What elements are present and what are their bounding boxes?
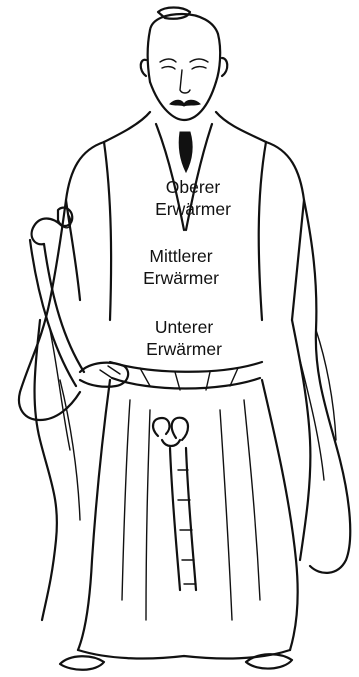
label-lower-warmer: Unterer Erwärmer — [126, 316, 242, 360]
scepter — [30, 208, 84, 386]
robe — [19, 142, 350, 670]
label-middle-line1: Mittlerer — [124, 245, 238, 267]
label-upper-line1: Oberer — [138, 176, 248, 198]
head — [141, 8, 228, 173]
label-upper-warmer: Oberer Erwärmer — [138, 176, 248, 220]
label-upper-line2: Erwärmer — [138, 198, 248, 220]
label-lower-line2: Erwärmer — [126, 338, 242, 360]
label-middle-line2: Erwärmer — [124, 267, 238, 289]
label-lower-line1: Unterer — [126, 316, 242, 338]
hand — [80, 363, 128, 387]
label-middle-warmer: Mittlerer Erwärmer — [124, 245, 238, 289]
